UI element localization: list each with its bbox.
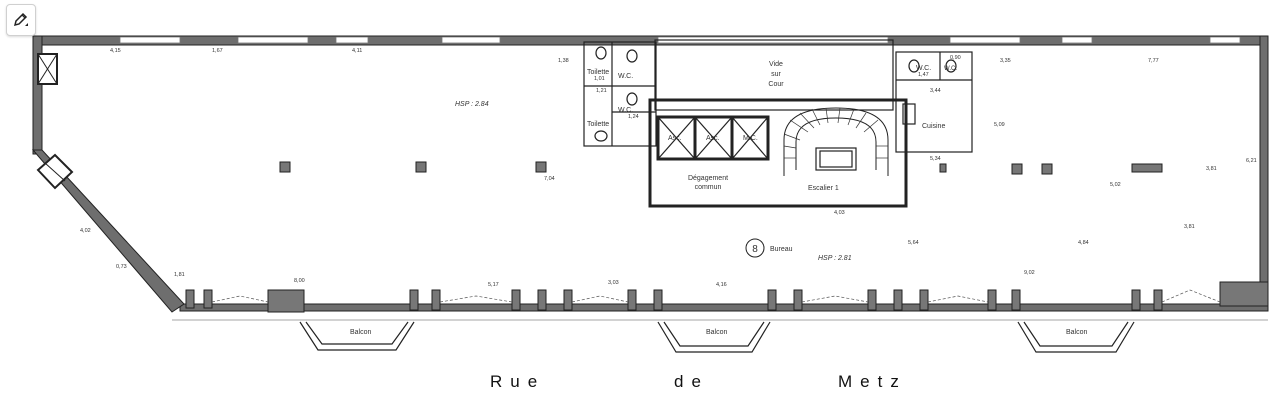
dim: 4,16 <box>716 282 727 288</box>
cuisine-label: Cuisine <box>922 123 945 130</box>
mc-label: M.C. <box>743 135 758 142</box>
room-name: Bureau <box>770 246 793 253</box>
dim: 1,01 <box>594 76 605 82</box>
dim: 4,11 <box>352 48 362 54</box>
facade-windows <box>211 289 1221 303</box>
diagonal-wall <box>31 149 185 313</box>
street-word-metz: Metz <box>838 372 907 391</box>
exterior-walls <box>32 35 1269 312</box>
street-word-de: de <box>674 372 709 391</box>
dim: 4,02 <box>80 228 91 234</box>
street-word-rue: Rue <box>490 372 546 391</box>
dim: 5,09 <box>994 122 1005 128</box>
balcon-label-1: Balcon <box>350 329 372 336</box>
dim: 0,73 <box>116 264 127 270</box>
dim: 1,81 <box>174 272 185 278</box>
dim: 9,02 <box>1024 270 1035 276</box>
dim: 4,84 <box>1078 240 1089 246</box>
dim: 5,17 <box>488 282 499 288</box>
hsp-upper: HSP : 2.84 <box>455 101 489 108</box>
plan-labels: Vide sur Cour HSP : 2.84 HSP : 2.81 Asc.… <box>350 61 1088 336</box>
hsp-lower: HSP : 2.81 <box>818 255 852 262</box>
dim: 3,81 <box>1206 166 1217 172</box>
dim: 3,81 <box>1184 224 1195 230</box>
toilette-label-2: Toilette <box>587 121 609 128</box>
core-block <box>648 39 908 208</box>
wc-label-4: W.C. <box>944 66 957 72</box>
wc-label-1: W.C. <box>618 73 633 80</box>
dim: 1,67 <box>212 48 223 54</box>
asc-label-2: Asc. <box>706 135 720 142</box>
pencil-edit-icon[interactable] <box>6 4 36 36</box>
room-label-vide-3: Cour <box>768 81 784 88</box>
balconies <box>172 319 1268 353</box>
wc-label-2: W.C. <box>618 107 633 114</box>
wc-label-3: W.C. <box>916 65 931 72</box>
dim: 7,77 <box>1148 58 1159 64</box>
dim: 1,47 <box>918 72 929 78</box>
escalier-label: Escalier 1 <box>808 185 839 192</box>
dim: 3,35 <box>1000 58 1011 64</box>
dim: 1,24 <box>628 114 639 120</box>
room-number-circle <box>745 238 765 258</box>
dim: 3,03 <box>608 280 619 286</box>
dim: 5,64 <box>908 240 919 246</box>
dim: 8,00 <box>294 278 305 284</box>
asc-label-1: Asc. <box>668 135 682 142</box>
dim: 1,21 <box>596 88 607 94</box>
pillars <box>279 161 1163 175</box>
facade-piers <box>185 281 1269 313</box>
dim: 3,44 <box>930 88 941 94</box>
wc-block-left <box>583 41 657 147</box>
dim: 4,03 <box>834 210 845 216</box>
degagement-label-2: commun <box>695 184 722 191</box>
balcon-label-2: Balcon <box>706 329 728 336</box>
dim: 5,02 <box>1110 182 1121 188</box>
stair-treads <box>783 107 888 159</box>
room-label-vide-2: sur <box>771 71 781 78</box>
left-shaft <box>36 53 74 190</box>
dimension-labels: 4,15 1,67 4,11 1,38 1,21 1,01 1,24 7,04 … <box>80 48 1257 288</box>
dim: 1,38 <box>558 58 569 64</box>
dim: 4,15 <box>110 48 121 54</box>
room-number: 8 <box>752 244 758 255</box>
balcon-label-3: Balcon <box>1066 329 1088 336</box>
degagement-label-1: Dégagement <box>688 175 728 182</box>
wc-block-right <box>895 51 973 153</box>
dim: 0,90 <box>950 55 961 61</box>
dim: 5,34 <box>930 156 941 162</box>
dim: 6,21 <box>1246 158 1257 164</box>
toilette-label-1: Toilette <box>587 69 609 76</box>
room-label-vide-1: Vide <box>769 61 783 68</box>
dim: 7,04 <box>544 176 555 182</box>
